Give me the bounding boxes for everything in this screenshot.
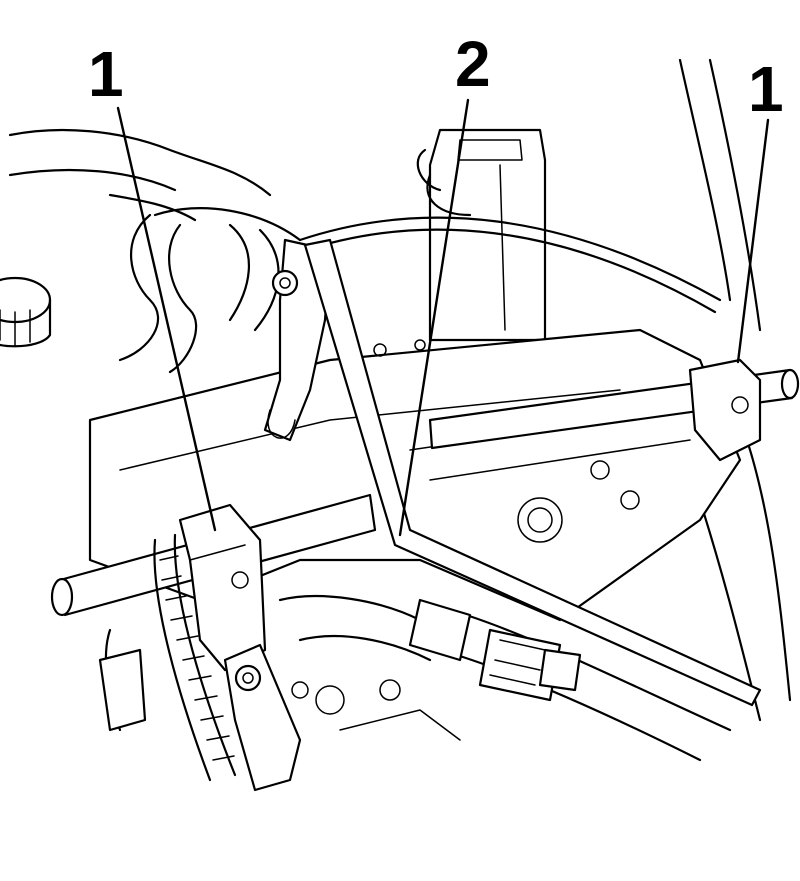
callout-label-2: 2 — [455, 28, 491, 100]
oil-filler-cap — [0, 276, 52, 348]
belt-tensioner-bracket — [223, 643, 302, 792]
timing-belt — [153, 533, 237, 782]
fuel-line — [298, 173, 722, 314]
callout-label-1-left: 1 — [88, 38, 124, 110]
callout-label-1-right: 1 — [748, 53, 784, 125]
coolant-hose — [408, 598, 732, 762]
engine-hoses — [8, 128, 302, 374]
timing-tool-bracket — [263, 238, 332, 442]
lower-engine-detail — [98, 595, 461, 741]
coolant-module — [416, 128, 547, 342]
right-clamp — [688, 358, 762, 462]
left-clamp — [178, 503, 267, 672]
callout-leaders — [116, 98, 770, 537]
tool-arm — [303, 238, 762, 707]
